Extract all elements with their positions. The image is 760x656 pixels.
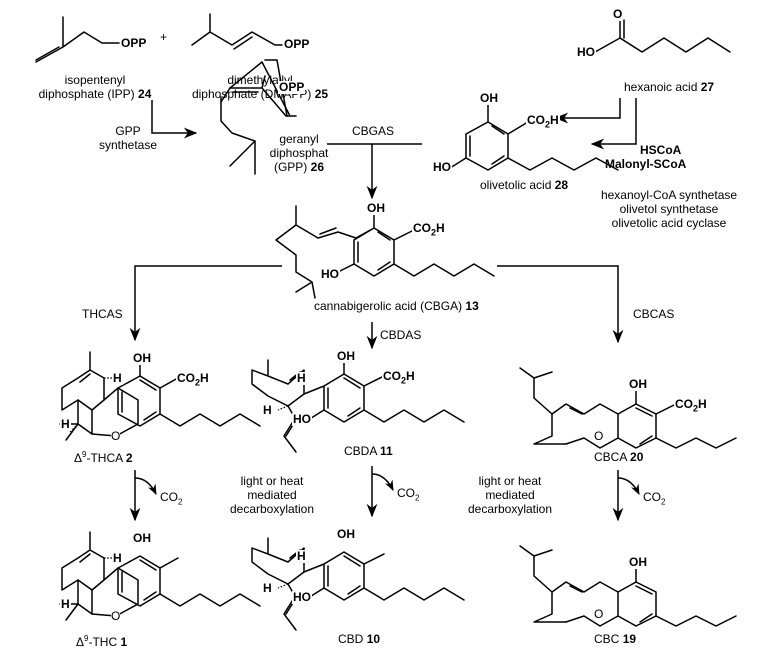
cbca-structure (519, 367, 737, 449)
cbgas-label: CBGAS (352, 124, 395, 138)
hexanoic-acid-name: hexanoic acid 27 (624, 80, 715, 94)
ipp-opp-label: OPP (120, 36, 148, 50)
plus-sign: + (160, 30, 168, 44)
gpp-name: geranyl diphosphat (GPP) 26 (269, 132, 329, 174)
thca-structure (59, 351, 261, 441)
olivetolic-acid-name: olivetolic acid 28 (480, 178, 569, 192)
cbd-structure (251, 537, 465, 631)
hexanoic-ho-label: HO (576, 45, 596, 59)
thca-name: Δ9-THCA 2 (74, 450, 133, 465)
cbda-ho-label: HO (292, 412, 312, 426)
hexanoic-acid-structure (594, 19, 731, 53)
cbda-structure (251, 359, 465, 453)
cbca-co2-label: CO2 (643, 490, 666, 507)
thca-o-label: O (111, 429, 121, 443)
gpp-opp-label: OPP (278, 80, 306, 94)
arrow-to-gpp (151, 100, 198, 139)
thca-co2-label: CO2 (160, 490, 183, 507)
cbd-oh-label: OH (336, 527, 356, 541)
thc-structure (59, 531, 261, 621)
gpp-structure (220, 59, 297, 175)
cbga-name: cannabigerolic acid (CBGA) 13 (314, 299, 479, 313)
cbga-co2h-label: CO2H (412, 221, 446, 240)
cbcas-label: CBCAS (633, 307, 675, 321)
thc-h2-label: H (60, 597, 71, 611)
olivetolic-co2h-label: CO2H (526, 113, 560, 132)
dmapp-structure (191, 13, 283, 50)
thc-oh-label: OH (132, 531, 152, 545)
cbdas-label: CBDAS (380, 328, 422, 342)
dmapp-name: dimethylallyl diphosphate (DMAPP) 25 (191, 73, 329, 101)
olivetolic-enzymes: hexanoyl-CoA synthetase olivetol synthet… (600, 188, 738, 230)
hscoa-label: HSCoA (640, 143, 682, 157)
cbc-oh-label: OH (628, 555, 648, 569)
thc-name: Δ9-THC 1 (76, 634, 128, 649)
cbc-name: CBC 19 (594, 632, 637, 646)
cbca-o-label: O (594, 429, 604, 443)
cbda-h2-label: H (262, 403, 273, 417)
cbc-o-label: O (594, 607, 604, 621)
olivetolic-oh-label: OH (479, 91, 499, 105)
malonyl-scoa-label: Malonyl-SCoA (605, 157, 687, 171)
cbda-name: CBDA 11 (344, 444, 393, 458)
branch-arrows (129, 265, 624, 350)
cbd-ho-label: HO (292, 590, 312, 604)
thcas-label: THCAS (82, 307, 123, 321)
gpp-synthetase-label: GPP synthetase (98, 124, 158, 152)
cbda-oh-label: OH (336, 349, 356, 363)
decarboxylation-arrows (129, 466, 640, 522)
cbd-h-label: H (296, 549, 307, 563)
arrow-to-cbga (327, 143, 422, 200)
thca-co2h-label: CO2H (176, 371, 210, 390)
cbga-structure (275, 205, 495, 299)
dmapp-opp-label: OPP (283, 37, 311, 51)
cbca-oh-label: OH (628, 377, 648, 391)
cbda-co2h-label: CO2H (382, 369, 416, 388)
olivetolic-acid-structure (449, 103, 619, 171)
cbc-structure (519, 545, 737, 627)
cbca-co2h-label: CO2H (674, 397, 708, 416)
cbca-name: CBCA 20 (594, 450, 644, 464)
thca-h2-label: H (60, 417, 71, 431)
cbd-name: CBD 10 (338, 632, 381, 646)
ipp-name: isopentenyl diphosphate (IPP) 24 (38, 73, 152, 101)
thca-h-label: H (112, 371, 123, 385)
decarboxylation-condition-right: light or heat mediated decarboxylation (467, 474, 553, 516)
cbga-oh-label: OH (366, 201, 386, 215)
cbda-h-label: H (296, 371, 307, 385)
ipp-structure (35, 16, 120, 63)
thc-o-label: O (111, 609, 121, 623)
olivetolic-ho-label: HO (432, 160, 452, 174)
thca-oh-label: OH (132, 351, 152, 365)
decarboxylation-condition-left: light or heat mediated decarboxylation (229, 474, 315, 516)
cbda-co2-label: CO2 (397, 486, 420, 503)
cbga-ho-label: HO (320, 267, 340, 281)
cbd-h2-label: H (262, 581, 273, 595)
thc-h-label: H (112, 551, 123, 565)
arrow-to-olivetolic (554, 98, 637, 150)
hexanoic-o-label: O (612, 7, 624, 21)
